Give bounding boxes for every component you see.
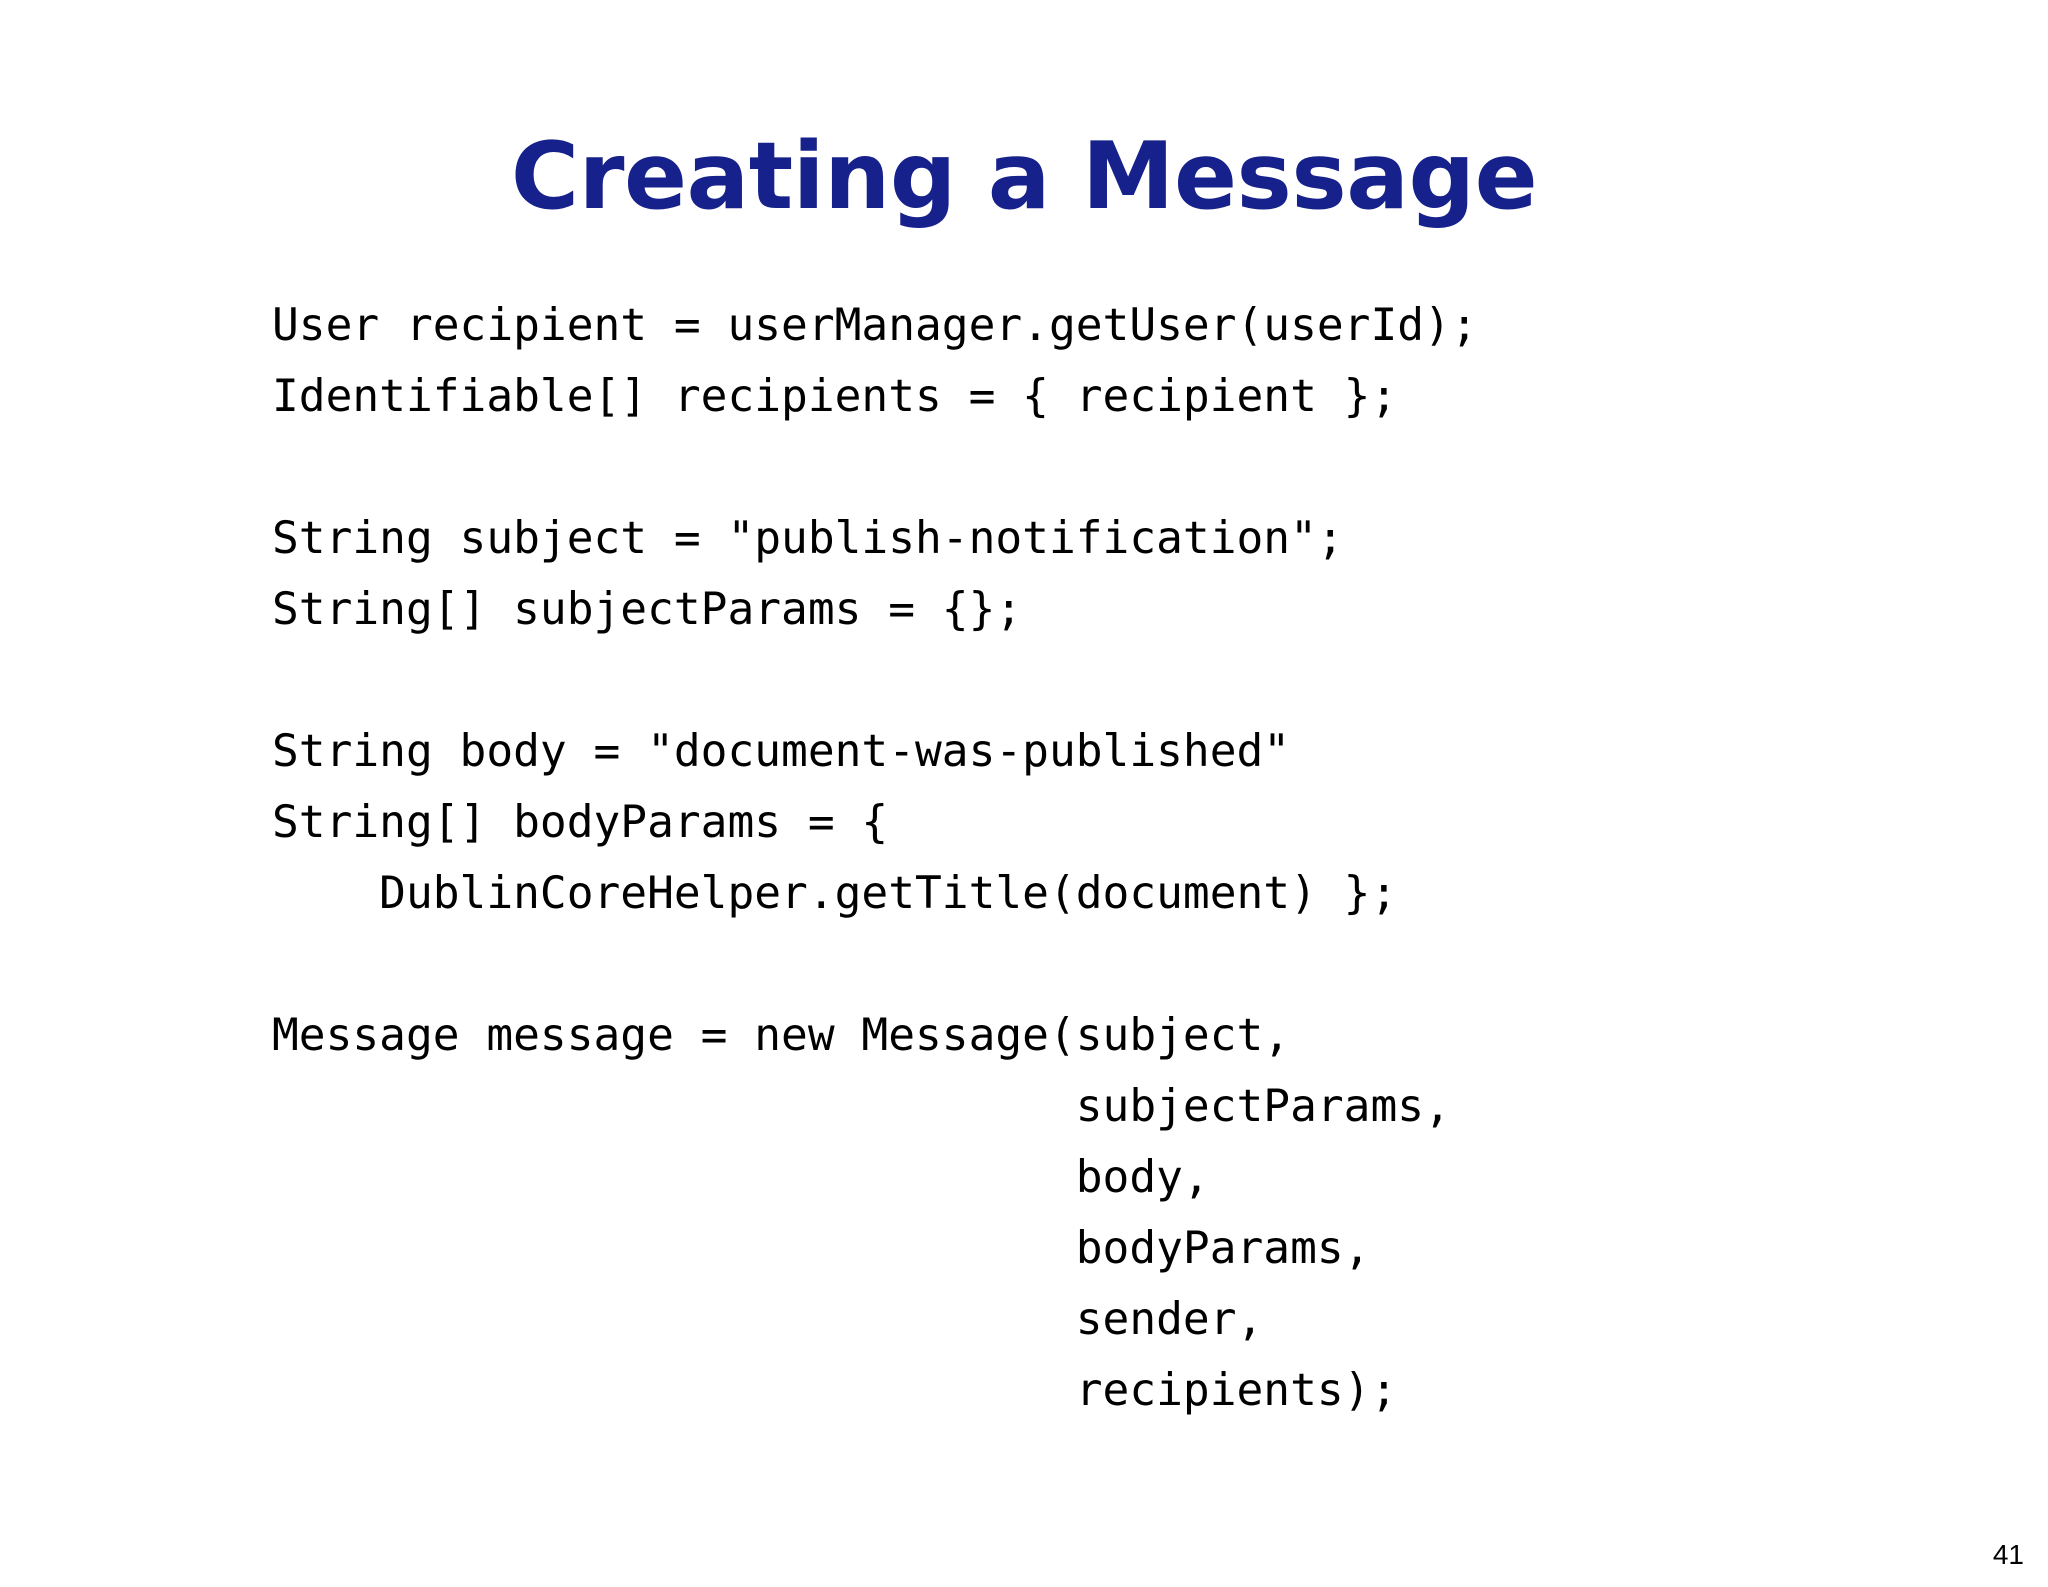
code-line: Identifiable[] recipients = { recipient … (272, 371, 1398, 422)
code-line: Message message = new Message(subject, (272, 1010, 1291, 1061)
code-line: String body = "document-was-published" (272, 726, 1291, 777)
code-line-blank (272, 645, 1972, 716)
code-line: subjectParams, (272, 1081, 1451, 1132)
code-block: User recipient = userManager.getUser(use… (272, 290, 1972, 1426)
code-line: recipients); (272, 1365, 1398, 1416)
code-line: bodyParams, (272, 1223, 1371, 1274)
code-line: String[] subjectParams = {}; (272, 584, 1023, 635)
page-number: 41 (1992, 1539, 2024, 1570)
code-line: sender, (272, 1294, 1264, 1345)
code-line: User recipient = userManager.getUser(use… (272, 300, 1478, 351)
code-line: String subject = "publish-notification"; (272, 513, 1344, 564)
code-line-blank (272, 432, 1972, 503)
code-line: String[] bodyParams = { (272, 797, 889, 848)
code-line: DublinCoreHelper.getTitle(document) }; (272, 868, 1398, 919)
page-title: Creating a Message (510, 122, 1538, 231)
code-line: body, (272, 1152, 1210, 1203)
code-line-blank (272, 929, 1972, 1000)
